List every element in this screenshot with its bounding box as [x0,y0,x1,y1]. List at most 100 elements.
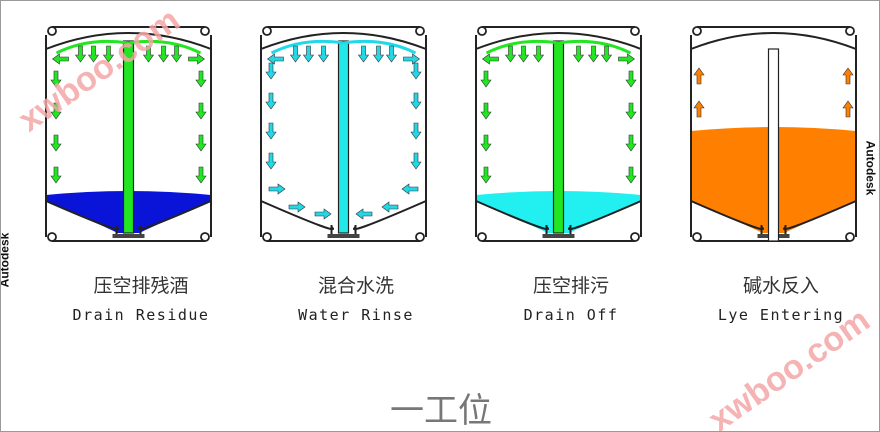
tank-bottom-dome [260,200,427,231]
tank-2 [260,26,427,242]
arrow-down-icon [572,45,585,63]
arrow-down-icon [50,134,62,152]
arrow-down-icon [317,45,330,63]
arrow-down-icon [142,45,155,63]
arrow-up-icon [842,100,854,118]
center-pipe [552,40,565,234]
stage-1-en-label: Drain Residue [72,306,210,324]
arrow-down-icon [532,45,545,63]
frame-ring-icon [477,232,487,242]
arrow-right-icon [618,53,636,65]
arrow-left-icon [481,53,499,65]
arrow-down-icon [265,122,277,140]
arrow-down-icon [195,102,207,120]
arrow-right-icon [403,53,421,65]
frame-ring-icon [415,26,425,36]
stage-4-en-label: Lye Entering [717,306,845,324]
center-pipe [767,48,780,242]
frame-ring-icon [630,232,640,242]
arrow-down-icon [410,152,422,170]
arrow-down-icon [410,62,422,80]
spray-manifold [55,39,202,55]
arrow-down-icon [410,122,422,140]
outlet [330,225,357,235]
arrow-down-icon [625,166,637,184]
frame-ring-icon [47,232,57,242]
frame-ring-icon [845,26,855,36]
arrow-left-icon [51,53,69,65]
tank-frame [475,26,642,242]
arrow-down-icon [50,70,62,88]
arrow-down-icon [195,70,207,88]
arrow-down-icon [265,62,277,80]
arrow-down-icon [625,102,637,120]
arrow-down-icon [265,152,277,170]
tank-top-dome [690,32,857,50]
outlet-flange [542,234,575,238]
arrow-down-icon [385,45,398,63]
arrow-down-icon [289,45,302,63]
arrow-down-icon [102,45,115,63]
arrow-down-icon [625,134,637,152]
tank-bottom-dome [690,200,857,231]
frame-ring-icon [630,26,640,36]
tank-4 [690,26,857,242]
arrow-right-icon [188,53,206,65]
arrow-down-icon [480,166,492,184]
arrow-down-icon [372,45,385,63]
arrow-up-icon [693,67,705,85]
tank-3 [475,26,642,242]
arrow-down-icon [74,45,87,63]
tank-top-dome [260,32,427,50]
tank-frame [45,26,212,242]
arrow-down-icon [50,102,62,120]
center-pipe [122,40,135,234]
arrow-down-icon [87,45,100,63]
outlet [115,225,142,235]
frame-ring-icon [262,26,272,36]
spray-manifold [485,39,632,55]
arrow-up-icon [693,100,705,118]
arrow-down-icon [600,45,613,63]
arrow-down-icon [480,134,492,152]
tank-bottom-dome [45,200,212,231]
arrow-down-icon [195,134,207,152]
tank-frame [260,26,427,242]
arrow-down-icon [410,92,422,110]
center-pipe [337,40,350,234]
tank-frame [690,26,857,242]
arrow-up-icon [842,67,854,85]
arrow-down-icon [50,166,62,184]
arrow-right-icon [314,208,332,220]
arrow-right-icon [268,183,286,195]
frame-ring-icon [200,232,210,242]
tank-bottom-dome [475,200,642,231]
autodesk-brand-left: Autodesk [0,232,12,288]
arrow-right-icon [288,201,306,213]
outlet [545,225,572,235]
arrow-left-icon [266,53,284,65]
frame-ring-icon [47,26,57,36]
outlet [760,225,787,235]
tank-top-dome [475,32,642,50]
frame-ring-icon [692,26,702,36]
stage-4-cn-label: 碱水反入 [742,275,819,297]
arrow-down-icon [480,102,492,120]
spray-manifold [270,39,417,55]
tank-1 [45,26,212,242]
stage-2-en-label: Water Rinse [298,306,414,324]
frame-ring-icon [200,26,210,36]
arrow-down-icon [357,45,370,63]
outlet-flange [327,234,360,238]
stage-2-cn-label: 混合水洗 [317,275,394,297]
frame-ring-icon [415,232,425,242]
arrow-down-icon [625,70,637,88]
tank-top-dome [45,32,212,50]
outlet-flange [112,234,145,238]
arrow-left-icon [355,208,373,220]
arrow-left-icon [401,183,419,195]
stage-3-cn-label: 压空排污 [532,275,609,297]
frame-ring-icon [845,232,855,242]
arrow-down-icon [265,92,277,110]
